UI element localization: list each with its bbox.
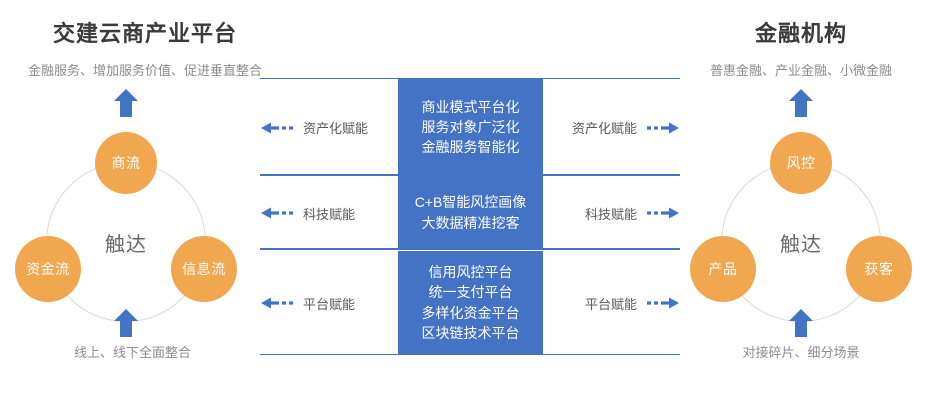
arrow-left-icon-row-3 — [260, 296, 294, 310]
right-panel-title: 金融机构 — [754, 21, 847, 46]
row-2-left-label-group[interactable]: 科技赋能 — [260, 176, 396, 250]
row-2-right-label-group[interactable]: 科技赋能 — [544, 176, 680, 250]
left-ring-center-label: 触达 — [105, 233, 147, 256]
right-node-right[interactable]: 获客 — [846, 236, 912, 302]
up-arrow-icon-right-top — [788, 88, 814, 118]
right-node-top[interactable]: 风控 — [770, 132, 832, 194]
left-node-left[interactable]: 资金流 — [15, 236, 81, 302]
row-2-box-line-2: 大数据精准挖客 — [421, 214, 520, 231]
row-2-box-line-1: C+B智能风控画像 — [414, 194, 527, 211]
enablement-row-3: 平台赋能 信用风控平台 统一支付平台 多样化资金平台 区块链技术平台 平台赋能 — [260, 249, 680, 355]
row-2-blue-box[interactable]: C+B智能风控画像 大数据精准挖客 — [398, 175, 543, 250]
row-2-left-label: 科技赋能 — [303, 206, 356, 222]
right-ring-center-label: 触达 — [780, 233, 822, 256]
row-3-box-line-4: 区块链技术平台 — [421, 324, 520, 341]
row-3-box-line-2: 统一支付平台 — [428, 284, 513, 301]
row-1-left-label: 资产化赋能 — [303, 121, 369, 136]
center-enablement-stack: 资产化赋能 商业模式平台化 服务对象广泛化 金融服务智能化 资产化赋能 — [260, 78, 680, 355]
left-circle-cluster: 触达 商流 资金流 信息流 — [1, 122, 251, 372]
arrow-left-icon-row-1 — [260, 121, 294, 135]
row-1-right-label: 资产化赋能 — [571, 121, 637, 136]
left-panel-subtitle: 金融服务、增加服务价值、促进垂直整合 — [27, 63, 262, 78]
right-node-left[interactable]: 产品 — [690, 236, 756, 302]
enablement-row-2: 科技赋能 C+B智能风控画像 大数据精准挖客 科技赋能 — [260, 175, 680, 250]
right-circle-cluster: 触达 风控 产品 获客 — [676, 122, 926, 372]
enablement-row-1: 资产化赋能 商业模式平台化 服务对象广泛化 金融服务智能化 资产化赋能 — [260, 78, 680, 176]
row-3-left-label: 平台赋能 — [303, 296, 356, 312]
arrow-right-icon-row-1 — [646, 121, 680, 135]
up-arrow-icon-left-bottom — [113, 308, 139, 338]
row-3-left-label-group[interactable]: 平台赋能 — [260, 250, 396, 356]
left-node-right[interactable]: 信息流 — [171, 236, 237, 302]
arrow-right-icon-row-2 — [646, 206, 680, 220]
left-panel-bottom-caption: 线上、线下全面整合 — [73, 345, 191, 360]
left-panel-title: 交建云商产业平台 — [52, 21, 237, 46]
arrow-left-icon-row-2 — [260, 206, 294, 220]
row-1-box-line-2: 服务对象广泛化 — [421, 118, 520, 135]
row-1-box-line-3: 金融服务智能化 — [421, 139, 520, 156]
right-panel-bottom-caption: 对接碎片、细分场景 — [742, 345, 860, 360]
row-3-right-label-group[interactable]: 平台赋能 — [544, 250, 680, 356]
arrow-right-icon-row-3 — [646, 296, 680, 310]
right-panel-subtitle: 普惠金融、产业金融、小微金融 — [709, 63, 892, 78]
row-3-box-line-1: 信用风控平台 — [428, 263, 513, 280]
row-2-right-label: 科技赋能 — [584, 206, 637, 222]
row-3-blue-box[interactable]: 信用风控平台 统一支付平台 多样化资金平台 区块链技术平台 — [398, 251, 543, 354]
row-1-box-line-1: 商业模式平台化 — [421, 98, 520, 115]
left-node-top[interactable]: 商流 — [95, 132, 157, 194]
row-1-left-label-group[interactable]: 资产化赋能 — [260, 79, 396, 176]
up-arrow-icon-left-top — [113, 88, 139, 118]
row-3-box-line-3: 多样化资金平台 — [421, 304, 520, 321]
row-3-right-label: 平台赋能 — [584, 296, 637, 312]
row-1-right-label-group[interactable]: 资产化赋能 — [544, 79, 680, 176]
up-arrow-icon-right-bottom — [788, 308, 814, 338]
row-1-blue-box[interactable]: 商业模式平台化 服务对象广泛化 金融服务智能化 — [398, 78, 543, 176]
